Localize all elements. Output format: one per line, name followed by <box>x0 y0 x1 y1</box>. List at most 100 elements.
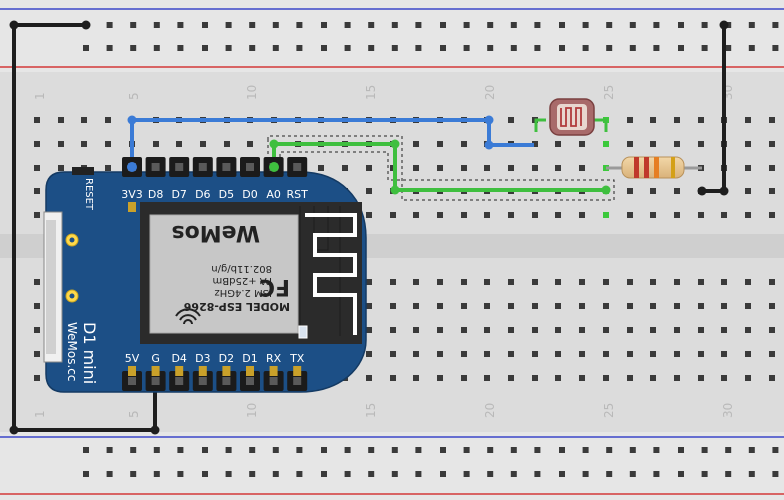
breadboard-hole[interactable] <box>725 45 732 51</box>
breadboard-hole[interactable] <box>606 22 613 28</box>
breadboard-hole[interactable] <box>321 45 327 51</box>
breadboard-hole[interactable] <box>390 327 396 333</box>
breadboard-hole[interactable] <box>247 141 253 147</box>
breadboard-hole[interactable] <box>701 471 708 477</box>
breadboard-hole[interactable] <box>555 303 561 309</box>
breadboard-hole[interactable] <box>698 351 704 357</box>
breadboard-hole[interactable] <box>249 471 256 477</box>
breadboard-hole[interactable] <box>390 303 396 309</box>
breadboard-hole[interactable] <box>106 45 113 51</box>
breadboard-hole[interactable] <box>487 471 494 477</box>
breadboard-hole[interactable] <box>510 22 517 28</box>
breadboard-hole[interactable] <box>415 447 422 453</box>
breadboard-hole[interactable] <box>579 303 585 309</box>
breadboard-hole[interactable] <box>748 22 755 28</box>
breadboard-hole[interactable] <box>629 45 636 51</box>
breadboard-hole[interactable] <box>555 327 561 333</box>
breadboard-hole[interactable] <box>202 45 208 51</box>
breadboard-hole[interactable] <box>629 471 636 477</box>
breadboard-hole[interactable] <box>413 141 419 147</box>
breadboard-hole[interactable] <box>391 22 398 28</box>
breadboard-hole[interactable] <box>559 447 565 453</box>
photoresistor[interactable] <box>534 98 608 136</box>
breadboard-hole[interactable] <box>745 375 751 381</box>
breadboard-hole[interactable] <box>627 212 633 218</box>
breadboard-hole[interactable] <box>202 471 208 477</box>
breadboard-hole[interactable] <box>510 45 517 51</box>
breadboard-hole[interactable] <box>769 117 775 123</box>
breadboard-hole[interactable] <box>272 471 279 477</box>
breadboard-hole[interactable] <box>650 117 656 123</box>
breadboard-hole[interactable] <box>555 375 561 381</box>
breadboard-hole[interactable] <box>508 165 514 171</box>
breadboard-hole[interactable] <box>272 22 279 28</box>
breadboard-hole[interactable] <box>769 188 775 194</box>
breadboard-hole[interactable] <box>296 22 303 28</box>
breadboard-hole[interactable] <box>745 279 751 285</box>
breadboard-hole[interactable] <box>534 471 541 477</box>
breadboard-hole[interactable] <box>461 327 467 333</box>
breadboard-hole[interactable] <box>532 212 538 218</box>
breadboard-hole[interactable] <box>603 212 609 218</box>
breadboard-hole[interactable] <box>390 375 396 381</box>
breadboard-hole[interactable] <box>606 447 613 453</box>
breadboard-hole[interactable] <box>769 375 775 381</box>
breadboard-hole[interactable] <box>391 471 398 477</box>
breadboard-hole[interactable] <box>745 212 751 218</box>
breadboard-hole[interactable] <box>368 45 375 51</box>
breadboard-hole[interactable] <box>225 22 232 28</box>
breadboard-hole[interactable] <box>437 351 443 357</box>
breadboard-hole[interactable] <box>745 117 751 123</box>
breadboard-hole[interactable] <box>413 303 419 309</box>
breadboard-hole[interactable] <box>344 447 351 453</box>
breadboard-hole[interactable] <box>769 303 775 309</box>
breadboard-hole[interactable] <box>555 279 561 285</box>
breadboard-hole[interactable] <box>745 141 751 147</box>
breadboard-hole[interactable] <box>701 22 708 28</box>
breadboard-hole[interactable] <box>721 279 727 285</box>
breadboard-hole[interactable] <box>437 375 443 381</box>
breadboard-hole[interactable] <box>366 375 372 381</box>
breadboard-hole[interactable] <box>674 375 680 381</box>
breadboard-hole[interactable] <box>508 279 514 285</box>
breadboard-hole[interactable] <box>579 141 585 147</box>
breadboard-hole[interactable] <box>627 188 633 194</box>
breadboard-hole[interactable] <box>81 141 87 147</box>
breadboard-hole[interactable] <box>83 447 89 453</box>
breadboard-hole[interactable] <box>484 279 490 285</box>
breadboard-hole[interactable] <box>674 351 680 357</box>
breadboard-hole[interactable] <box>34 117 40 123</box>
breadboard-hole[interactable] <box>698 117 704 123</box>
breadboard-hole[interactable] <box>772 22 779 28</box>
breadboard-hole[interactable] <box>461 303 467 309</box>
breadboard-hole[interactable] <box>674 327 680 333</box>
breadboard-hole[interactable] <box>177 447 184 453</box>
breadboard-hole[interactable] <box>484 327 490 333</box>
breadboard-hole[interactable] <box>582 45 589 51</box>
breadboard-hole[interactable] <box>721 327 727 333</box>
breadboard-hole[interactable] <box>698 327 704 333</box>
breadboard-hole[interactable] <box>81 117 87 123</box>
breadboard-hole[interactable] <box>508 375 514 381</box>
breadboard-hole[interactable] <box>484 303 490 309</box>
breadboard-hole[interactable] <box>627 303 633 309</box>
breadboard-hole[interactable] <box>34 188 40 194</box>
breadboard-hole[interactable] <box>650 212 656 218</box>
breadboard-hole[interactable] <box>390 212 396 218</box>
breadboard-hole[interactable] <box>58 165 64 171</box>
breadboard-hole[interactable] <box>769 279 775 285</box>
breadboard-hole[interactable] <box>437 165 443 171</box>
breadboard-hole[interactable] <box>461 375 467 381</box>
breadboard-hole[interactable] <box>698 279 704 285</box>
breadboard-hole[interactable] <box>484 375 490 381</box>
breadboard-hole[interactable] <box>130 447 137 453</box>
breadboard-hole[interactable] <box>105 165 111 171</box>
breadboard-hole[interactable] <box>555 165 561 171</box>
breadboard-hole[interactable] <box>653 45 660 51</box>
breadboard-hole[interactable] <box>153 471 160 477</box>
breadboard-hole[interactable] <box>653 22 660 28</box>
breadboard-hole[interactable] <box>366 327 372 333</box>
breadboard-hole[interactable] <box>603 327 609 333</box>
breadboard-hole[interactable] <box>653 447 660 453</box>
breadboard-hole[interactable] <box>627 279 633 285</box>
